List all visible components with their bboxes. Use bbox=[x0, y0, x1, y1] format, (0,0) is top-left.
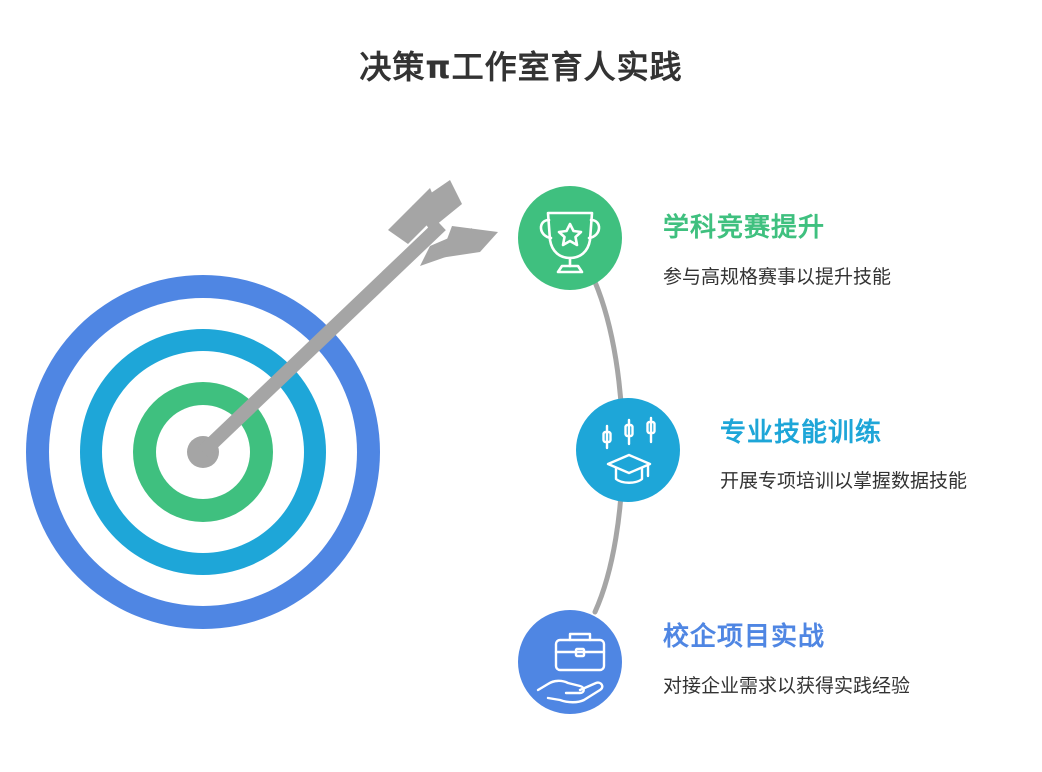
item-3-description: 对接企业需求以获得实践经验 bbox=[663, 675, 911, 697]
arrow-fletch-2 bbox=[412, 180, 462, 230]
item-3-title: 校企项目实战 bbox=[663, 622, 826, 652]
item-2-badge bbox=[576, 398, 680, 502]
item-1-description: 参与高规格赛事以提升技能 bbox=[663, 266, 892, 288]
item-1-badge bbox=[518, 186, 622, 290]
arrow-shaft bbox=[198, 219, 446, 458]
graduation-cap-icon bbox=[602, 416, 656, 484]
arrow-icon bbox=[198, 180, 498, 458]
item-2-description: 开展专项培训以掌握数据技能 bbox=[720, 470, 968, 492]
item-3-badge bbox=[518, 610, 622, 714]
trophy-icon bbox=[539, 211, 601, 274]
arrow-fletch-4 bbox=[440, 226, 498, 258]
briefcase-hand-icon bbox=[536, 632, 606, 704]
item-1-title: 学科竞赛提升 bbox=[663, 213, 826, 243]
item-2-title: 专业技能训练 bbox=[720, 418, 883, 448]
page-title: 决策π工作室育人实践 bbox=[359, 48, 683, 86]
